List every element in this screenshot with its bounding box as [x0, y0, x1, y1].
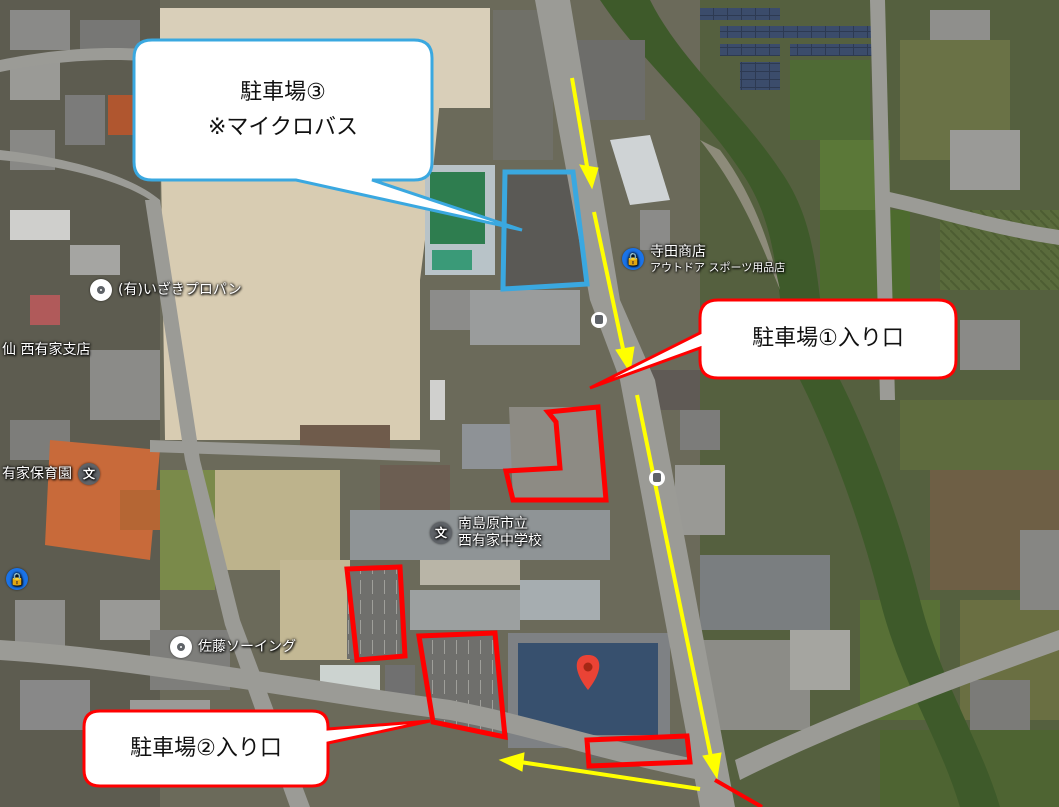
callout-lot3-title: 駐車場③: [240, 79, 326, 105]
place-sato-label: 佐藤ソーイング: [198, 638, 296, 655]
shopping-bag-pin-icon: 🔒: [622, 247, 644, 270]
place-school[interactable]: 文 南島原市立 西有家中学校: [430, 516, 542, 550]
bus-stop-icon: [649, 470, 665, 486]
place-nursery-label: 有家保育園: [2, 465, 72, 482]
route-arrows: [498, 77, 722, 791]
shopping-bag-pin-icon: 🔒: [6, 568, 28, 590]
place-school-line2: 西有家中学校: [458, 532, 542, 549]
parking-lot-2b-outline: [416, 630, 508, 741]
place-shopping-left[interactable]: 🔒: [6, 568, 28, 590]
place-izaki-label: (有)いざきプロパン: [118, 281, 242, 298]
place-pin-icon: [170, 636, 192, 658]
callout-lot3: 駐車場③ ※マイクロバス: [140, 46, 426, 174]
place-terada[interactable]: 🔒 寺田商店 アウトドア スポーツ用品店: [622, 244, 785, 274]
parking-lot-2c-outline: [584, 733, 693, 769]
bus-stop-icon: [591, 312, 607, 328]
callout-lot1-label: 駐車場①入り口: [752, 326, 904, 352]
callout-lot3-bubble: [132, 38, 523, 232]
main-road: [535, 0, 735, 807]
place-school-line1: 南島原市立: [458, 516, 528, 532]
place-terada-category: アウトドア スポーツ用品店: [650, 260, 786, 274]
place-branch[interactable]: 仙 西有家支店: [2, 342, 90, 359]
parking-lot-1-outline: [502, 404, 609, 503]
school-pin-icon: 文: [78, 463, 100, 485]
callout-lot2: 駐車場②入り口: [88, 715, 324, 782]
callout-lot1-bubble: [589, 298, 958, 390]
place-pin-icon: [90, 279, 112, 301]
parking-lot-3-outline: [500, 169, 590, 292]
callout-lot1: 駐車場①入り口: [706, 304, 950, 374]
callout-lot2-bubble: [82, 709, 431, 788]
callout-lot3-note: ※マイクロバス: [208, 115, 358, 140]
place-terada-name: 寺田商店: [650, 244, 706, 260]
destination-marker-icon: [576, 655, 600, 690]
place-nursery[interactable]: 有家保育園 文: [2, 463, 100, 485]
place-branch-label: 仙 西有家支店: [2, 342, 91, 358]
place-izaki[interactable]: (有)いざきプロパン: [90, 279, 242, 301]
place-sato[interactable]: 佐藤ソーイング: [170, 636, 296, 658]
lot2-entrance-line: [714, 778, 763, 807]
parking-lot-2a-outline: [344, 564, 408, 663]
callout-lot2-label: 駐車場②入り口: [130, 735, 282, 761]
school-pin-icon: 文: [430, 521, 452, 544]
